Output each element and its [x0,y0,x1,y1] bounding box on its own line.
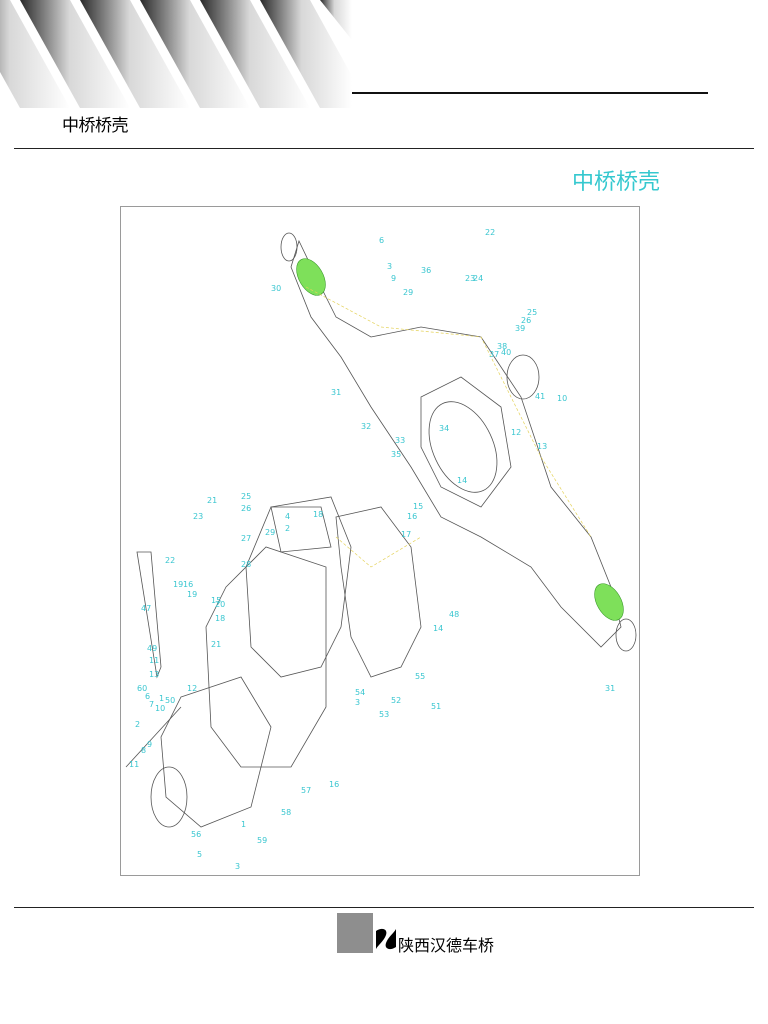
callout-label: 16 [329,780,339,789]
top-divider [14,148,754,149]
callout-label: 60 [137,684,147,693]
callout-label: 30 [271,284,281,293]
callout-label: 27 [241,534,251,543]
callout-label: 14 [433,624,443,633]
callout-label: 24 [473,274,483,283]
callout-label: 15 [413,502,423,511]
callout-label: 12 [187,684,197,693]
callout-label: 49 [147,644,157,653]
header-rule [352,92,708,94]
exploded-parts-diagram: 30 6 3 9 36 22 23 24 25 29 39 26 37 38 4… [120,206,640,876]
callout-label: 22 [485,228,495,237]
callout-label: 23 [193,512,203,521]
callout-label: 23 [465,274,475,283]
callout-label: 48 [449,610,459,619]
company-logo-icon [376,928,396,950]
callout-label: 34 [439,424,449,433]
callout-label: 32 [361,422,371,431]
callout-label: 54 [355,688,365,697]
callout-label: 18 [215,614,225,623]
figure-title: 中桥桥壳 [572,170,661,195]
callout-label: 9 [391,274,396,283]
callout-label: 21 [211,640,221,649]
callout-label: 13 [537,442,547,451]
callout-label: 15 [211,596,221,605]
callout-label: 33 [395,436,405,445]
callout-label: 37 [489,350,499,359]
callout-label: 10 [557,394,567,403]
callout-label: 51 [431,702,441,711]
callout-label: 40 [501,348,511,357]
footer-brand-name: 陕西汉德车桥 [398,936,495,955]
callout-label: 5 [197,850,202,859]
callout-label: 14 [457,476,467,485]
callout-label: 19 [173,580,183,589]
callout-label: 26 [521,316,531,325]
callout-label: 25 [527,308,537,317]
callout-label: 6 [145,692,150,701]
callout-label: 1 [241,820,246,829]
callout-label: 19 [187,590,197,599]
callout-label: 55 [415,672,425,681]
callout-label: 31 [331,388,341,397]
callout-label: 31 [605,684,615,693]
callout-label: 2 [285,524,290,533]
callout-label: 6 [379,236,384,245]
callout-label: 16 [407,512,417,521]
callout-label: 21 [207,496,217,505]
callout-label: 56 [191,830,201,839]
callout-label: 29 [265,528,275,537]
callout-label: 13 [149,670,159,679]
callout-label: 7 [149,700,154,709]
callout-label: 20 [215,600,225,609]
callout-label: 47 [141,604,151,613]
callout-label: 18 [313,510,323,519]
callout-label: 3 [387,262,392,271]
header-stripe-graphic [0,0,352,108]
callout-label: 17 [401,530,411,539]
callout-label: 2 [135,720,140,729]
callout-label: 4 [285,512,290,521]
callout-label: 3 [355,698,360,707]
callout-label: 26 [241,504,251,513]
callout-label: 28 [241,560,251,569]
callout-label: 58 [281,808,291,817]
callout-label: 35 [391,450,401,459]
callout-label: 57 [301,786,311,795]
callout-label: 11 [149,656,159,665]
callout-label: 8 [141,746,146,755]
callout-label: 22 [165,556,175,565]
callout-label: 52 [391,696,401,705]
callout-label: 16 [183,580,193,589]
page-title: 中桥桥壳 [62,116,129,136]
callout-label: 41 [535,392,545,401]
parts-drawing: 30 6 3 9 36 22 23 24 25 29 39 26 37 38 4… [125,228,637,871]
callout-label: 36 [421,266,431,275]
callout-label: 10 [155,704,165,713]
callout-label: 9 [147,740,152,749]
footer-gray-block [337,913,373,953]
callout-label: 29 [403,288,413,297]
bottom-divider [14,907,754,908]
callout-label: 1 [159,694,164,703]
callout-label: 53 [379,710,389,719]
callout-label: 39 [515,324,525,333]
callout-label: 59 [257,836,267,845]
callout-label: 12 [511,428,521,437]
callout-label: 38 [497,342,507,351]
callout-label: 50 [165,696,175,705]
callout-label: 25 [241,492,251,501]
callout-label: 3 [235,862,240,871]
callout-label: 11 [129,760,139,769]
